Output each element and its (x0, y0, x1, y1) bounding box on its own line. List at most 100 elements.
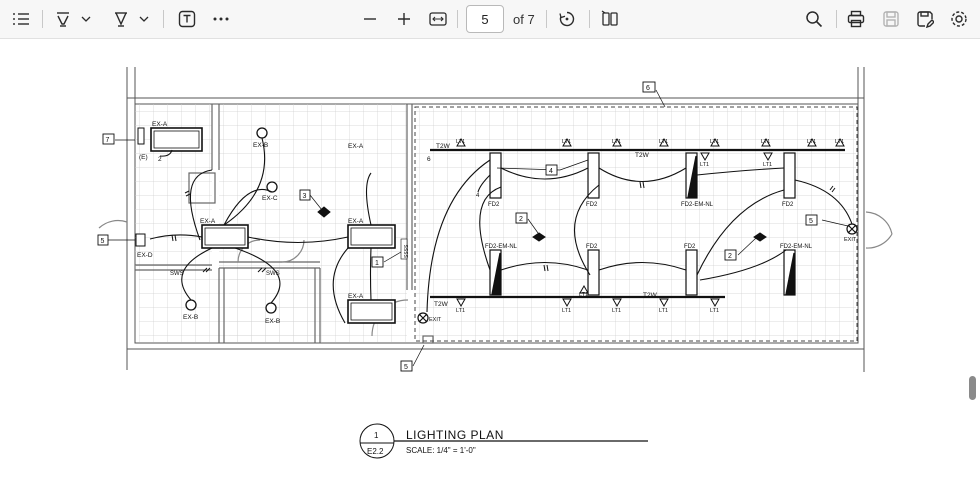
label-ex-a: EX-A (200, 218, 216, 225)
label-lt1: LT1 (710, 139, 719, 145)
label-ex-b: EX-B (183, 314, 198, 321)
label-fd2-em: FD2-EM-NL (681, 202, 714, 208)
sheet-number: E2.2 (367, 447, 384, 456)
exit-sign-icons (417, 223, 858, 324)
label-t2w: T2W (635, 152, 650, 159)
label-sws: SWS (170, 271, 184, 277)
label-lt1: LT1 (659, 308, 668, 314)
label-circuit-4: 4 (476, 193, 480, 199)
label-lt1: LT1 (456, 308, 465, 314)
drawing-scale: SCALE: 1/4" = 1'-0" (406, 446, 476, 455)
label-lt1: LT1 (763, 162, 772, 168)
tag-5: 5 (101, 238, 105, 245)
label-lt1: LT1 (579, 292, 588, 298)
label-ex-b: EX-B (253, 142, 268, 149)
label-fd2-em: FD2-EM-NL (780, 244, 813, 250)
ceiling-grid (135, 104, 856, 342)
label-lt1: LT1 (700, 162, 709, 168)
label-ex-a: EX-A (348, 293, 364, 300)
label-lt1: LT1 (562, 308, 571, 314)
label-ex-d: EX-D (137, 252, 153, 259)
label-fd2: FD2 (586, 244, 598, 250)
label-ex-a: EX-A (348, 218, 364, 225)
label-fd2: FD2 (488, 202, 500, 208)
keyed-note-tags: 7 5 3 1 2 4 2 6 5 5 (97, 81, 818, 372)
detail-number: 1 (374, 431, 379, 440)
fit-width-icon[interactable] (425, 6, 451, 32)
label-t2w: T2W (436, 143, 451, 150)
scope-boundary (414, 106, 858, 342)
tag-1: 1 (375, 260, 379, 267)
label-t2w: T2W (643, 292, 658, 299)
zoom-in-icon[interactable] (391, 6, 417, 32)
leader-lines (108, 89, 849, 367)
draw-chevron-down-icon[interactable] (136, 6, 152, 32)
label-e: (E) (139, 154, 148, 161)
label-lt1: LT1 (612, 308, 621, 314)
label-fd2: FD2 (684, 244, 696, 250)
label-lt1: LT1 (710, 308, 719, 314)
label-lt1: LT1 (807, 139, 816, 145)
page-number-input[interactable]: 5 (466, 5, 504, 33)
label-fd2: FD2 (782, 202, 794, 208)
label-lt1: LT1 (659, 139, 668, 145)
label-fd2: FD2 (586, 202, 598, 208)
toolbar-separator (457, 10, 458, 28)
tag-5: 5 (404, 364, 408, 371)
occupancy-sensors (135, 127, 767, 260)
print-icon[interactable] (843, 6, 869, 32)
t2w-track-lines (430, 148, 845, 299)
draw-icon[interactable] (108, 6, 134, 32)
interior-partitions (98, 104, 893, 344)
fixture-labels: EX-A EX-A EX-A EX-A EX-A EX-B EX-B EX-B … (137, 121, 857, 325)
lt1-fixtures (456, 137, 845, 308)
tag-4: 4 (549, 168, 553, 175)
label-ex-b: EX-B (265, 318, 280, 325)
search-icon[interactable] (801, 6, 827, 32)
label-fd2-em: FD2-EM-NL (485, 244, 518, 250)
tag-3: 3 (303, 193, 307, 200)
label-sws: SWS (266, 271, 280, 277)
label-ex-a: EX-A (348, 143, 364, 150)
ex-a-fixtures (150, 127, 396, 324)
settings-icon[interactable] (946, 6, 972, 32)
tag-7: 7 (106, 137, 110, 144)
text-box-icon[interactable] (174, 6, 200, 32)
document-viewport: EX-A EX-A EX-A EX-A EX-A EX-B EX-B EX-B … (0, 39, 980, 472)
vertical-scrollbar-thumb[interactable] (969, 376, 976, 400)
label-ex-a: EX-A (152, 121, 168, 128)
drawing-title-block: 1 E2.2 LIGHTING PLAN SCALE: 1/4" = 1'-0" (359, 423, 648, 459)
lighting-plan-drawing: EX-A EX-A EX-A EX-A EX-A EX-B EX-B EX-B … (97, 67, 893, 459)
more-options-icon[interactable] (208, 6, 234, 32)
label-lt1: LT1 (761, 139, 770, 145)
toolbar-separator (163, 10, 164, 28)
label-exit: EXIT (844, 237, 857, 243)
highlight-icon[interactable] (50, 6, 76, 32)
page-view-icon[interactable] (597, 6, 623, 32)
page-total-label: of 7 (513, 12, 535, 27)
label-circuit-2: 2 (158, 156, 162, 163)
toolbar-separator (42, 10, 43, 28)
circuit-wiring (149, 137, 853, 324)
ex-b-fixtures (185, 127, 278, 314)
wire-tick-marks (171, 181, 836, 273)
rotate-icon[interactable] (554, 6, 580, 32)
label-circuit-6: 6 (427, 156, 431, 163)
label-lt1: LT1 (612, 139, 621, 145)
pdf-toolbar: 5 of 7 (0, 0, 980, 39)
label-lt1: LT1 (835, 139, 844, 145)
label-lt1: LT1 (456, 139, 465, 145)
toolbar-separator (546, 10, 547, 28)
drawing-title: LIGHTING PLAN (406, 428, 504, 442)
label-t2w: T2W (434, 301, 449, 308)
fixture-inner-lines (153, 130, 393, 321)
highlight-chevron-down-icon[interactable] (78, 6, 94, 32)
tag-6: 6 (646, 85, 650, 92)
tag-2: 2 (728, 253, 732, 260)
fd2-fixtures (489, 152, 796, 296)
contents-list-icon[interactable] (8, 6, 34, 32)
save-as-icon[interactable] (912, 6, 938, 32)
toolbar-separator (589, 10, 590, 28)
save-icon[interactable] (878, 6, 904, 32)
zoom-out-icon[interactable] (357, 6, 383, 32)
